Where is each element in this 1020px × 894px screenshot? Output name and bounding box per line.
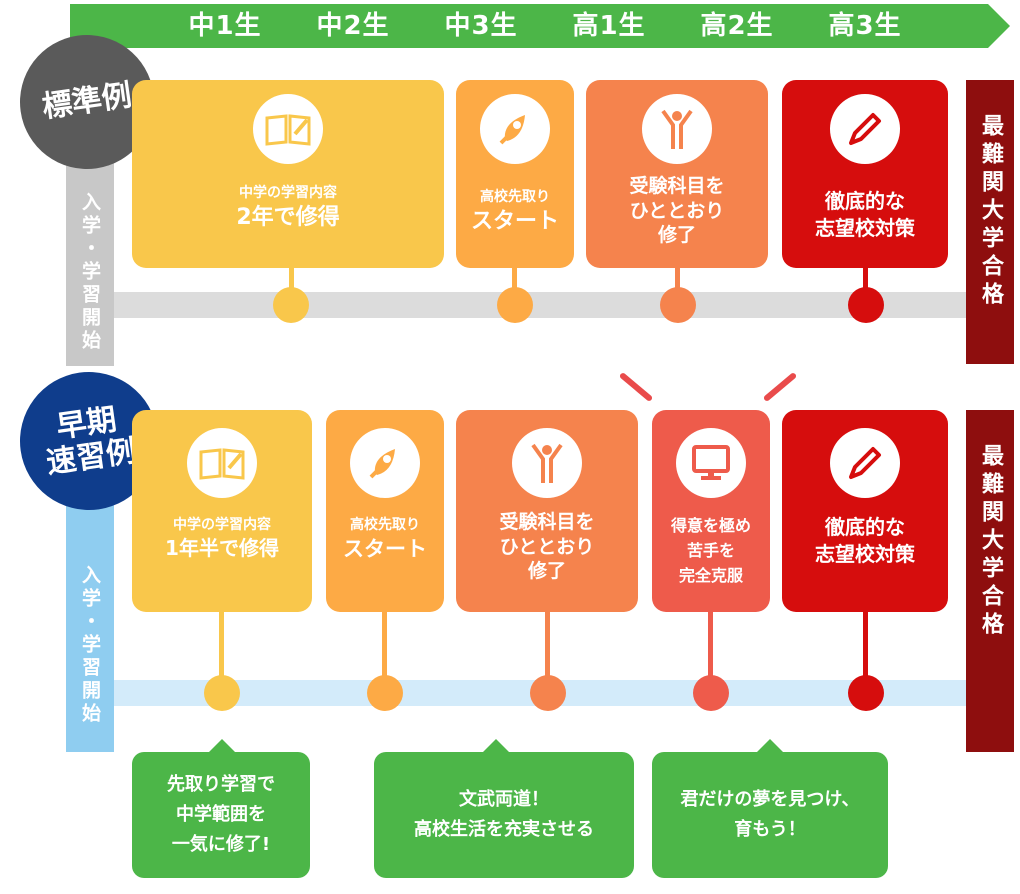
early-card-strengths: 得意を極め 苦手を 完全克服 — [652, 410, 770, 612]
standard-stem — [675, 266, 680, 294]
standard-timeline-rail — [114, 292, 966, 318]
rocket-icon — [350, 428, 420, 498]
note-balance: 文武両道！ 高校生活を充実させる — [374, 752, 634, 878]
early-milestone-dot — [367, 675, 403, 711]
card-text-line: 志望校対策 — [815, 542, 915, 566]
early-start-label: 入学・学習開始 — [79, 564, 101, 726]
early-stem — [863, 610, 868, 682]
note-line: 育もう！ — [734, 819, 806, 840]
monitor-icon — [676, 428, 746, 498]
note-line: 君だけの夢を見つけ、 — [680, 789, 860, 810]
grade-label-jh1: 中1生 — [188, 11, 262, 41]
early-milestone-dot — [693, 675, 729, 711]
standard-milestone-dot — [848, 287, 884, 323]
card-text-line: 受験科目を — [629, 175, 725, 197]
card-text-line: 完全克服 — [678, 565, 743, 585]
grade-label-hs2: 高2生 — [700, 11, 774, 41]
standard-stem — [863, 266, 868, 294]
card-text-line: 徹底的な — [825, 189, 905, 213]
early-stem — [708, 610, 713, 682]
early-milestone-dot — [530, 675, 566, 711]
grade-label-jh3: 中3生 — [444, 11, 518, 41]
card-text-line: ひととおり — [629, 199, 725, 222]
rocket-icon — [480, 94, 550, 164]
standard-card-subjects-complete: 受験科目を ひととおり 修了 — [586, 80, 768, 268]
early-goal-label: 最難関大学合格 — [978, 444, 1003, 640]
card-text-line: 中学の学習内容 — [173, 517, 271, 533]
card-text-line: スタート — [470, 208, 559, 234]
note-line: 一気に修了! — [171, 834, 271, 855]
card-text-line: ひととおり — [499, 535, 595, 558]
card-text-line: 徹底的な — [825, 515, 905, 539]
early-card-target-prep: 徹底的な 志望校対策 — [782, 410, 948, 612]
early-milestone-dot — [204, 675, 240, 711]
card-text-line: 中学の学習内容 — [239, 185, 337, 201]
early-stem — [219, 610, 224, 682]
early-stem — [545, 610, 550, 682]
standard-stem — [289, 266, 294, 294]
note-line: 高校生活を充実させる — [414, 819, 594, 840]
note-line: 先取り学習で — [167, 774, 275, 795]
card-text-line: 修了 — [527, 560, 566, 583]
card-text-line: 志望校対策 — [815, 216, 915, 240]
standard-card-target-prep: 徹底的な 志望校対策 — [782, 80, 948, 268]
grade-arrow-band — [70, 4, 1010, 48]
early-stem — [382, 610, 387, 682]
book-icon — [187, 428, 257, 498]
early-milestone-dot — [848, 675, 884, 711]
card-text-line: 苦手を — [686, 540, 735, 560]
standard-goal-label: 最難関大学合格 — [978, 114, 1003, 310]
note-pointer — [208, 739, 236, 753]
card-text-line: 高校先取り — [350, 517, 420, 533]
card-text-line: 受験科目を — [499, 511, 595, 533]
highlight-spark — [618, 371, 654, 403]
standard-start-label: 入学・学習開始 — [79, 191, 101, 353]
note-pointer — [482, 739, 510, 753]
standard-milestone-dot — [497, 287, 533, 323]
note-early-junior: 先取り学習で 中学範囲を 一気に修了! — [132, 752, 310, 878]
standard-card-junior-high: 中学の学習内容 2年で修得 — [132, 80, 444, 268]
early-card-junior-high: 中学の学習内容 1年半で修得 — [132, 410, 312, 612]
card-text-line: 修了 — [657, 224, 696, 247]
early-card-highschool-start: 高校先取り スタート — [326, 410, 444, 612]
card-text-line: スタート — [343, 536, 427, 561]
grade-label-hs1: 高1生 — [572, 11, 646, 41]
standard-badge-label: 標準例 — [39, 77, 134, 125]
grade-label-hs3: 高3生 — [828, 11, 902, 41]
grade-label-jh2: 中2生 — [316, 11, 390, 41]
highlight-spark — [762, 371, 798, 403]
card-text-line: 高校先取り — [480, 189, 550, 205]
standard-goal-bar: 最難関大学合格 — [966, 80, 1014, 364]
note-line: 文武両道！ — [459, 789, 549, 810]
early-goal-bar: 最難関大学合格 — [966, 410, 1014, 752]
card-text-line: 1年半で修得 — [165, 535, 279, 560]
person-icon — [512, 428, 582, 498]
note-pointer — [756, 739, 784, 753]
person-icon — [642, 94, 712, 164]
pencil-icon — [830, 428, 900, 498]
standard-milestone-dot — [660, 287, 696, 323]
book-icon — [253, 94, 323, 164]
note-line: 中学範囲を — [176, 804, 266, 825]
standard-milestone-dot — [273, 287, 309, 323]
card-text-line: 得意を極め — [670, 516, 751, 535]
early-card-subjects-complete: 受験科目を ひととおり 修了 — [456, 410, 638, 612]
standard-card-highschool-start: 高校先取り スタート — [456, 80, 574, 268]
note-dreams: 君だけの夢を見つけ、 育もう！ — [652, 752, 888, 878]
card-text-line: 2年で修得 — [236, 204, 340, 230]
standard-stem — [512, 266, 517, 294]
pencil-icon — [830, 94, 900, 164]
